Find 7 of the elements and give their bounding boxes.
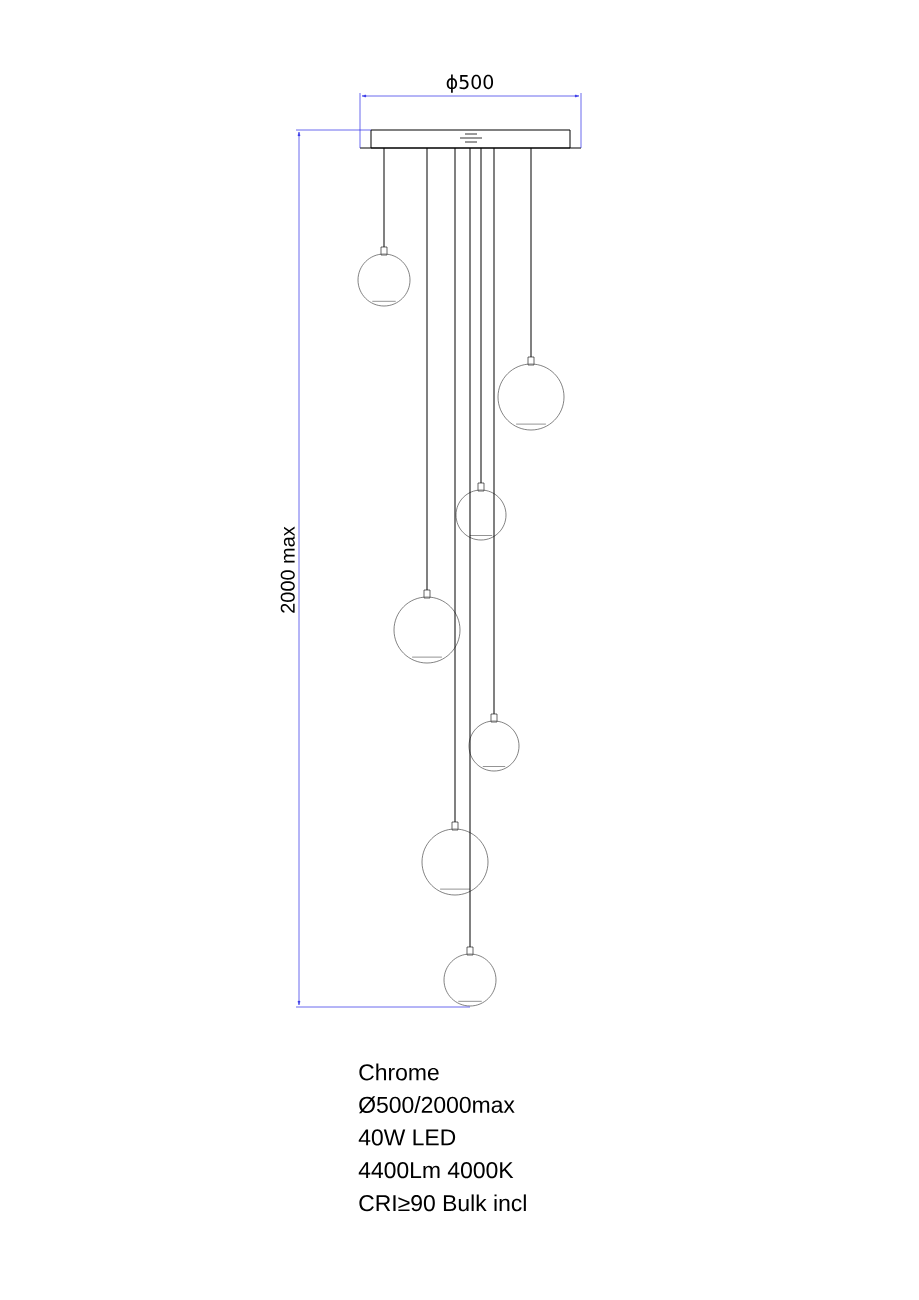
- spec-text: 40W LED: [358, 1129, 456, 1146]
- spec-text: Chrome: [359, 1063, 439, 1081]
- spec-text: Ø500/2000max: [359, 1096, 515, 1114]
- spec-text: 4400Lm 4000K: [358, 1162, 514, 1179]
- dimension-label: 2000 max: [280, 526, 295, 613]
- dimension-label: ϕ500: [446, 74, 494, 93]
- spec-text: CRI≥90 Bulk incl: [359, 1194, 526, 1212]
